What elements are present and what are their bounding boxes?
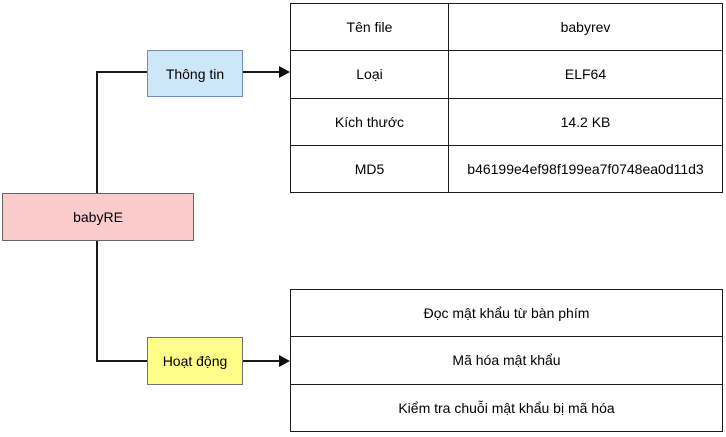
info-key-filename: Tên file: [290, 2, 449, 52]
node-hoat-dong: Hoạt động: [147, 337, 243, 385]
node-babyre: babyRE: [2, 193, 194, 241]
activity-item-read-password: Đọc mật khẩu từ bàn phím: [290, 288, 723, 338]
info-key-md5: MD5: [290, 144, 449, 194]
info-value-type: ELF64: [448, 50, 723, 99]
arrowhead-activity-icon: [279, 355, 290, 367]
connector-root-to-info-horizontal: [96, 71, 147, 73]
table-row: MD5 b46199e4ef98f199ea7f0748ea0d11d3: [290, 144, 723, 194]
node-babyre-label: babyRE: [73, 209, 123, 225]
file-info-table: Tên file babyrev Loại ELF64 Kích thước 1…: [290, 2, 723, 194]
info-value-size: 14.2 KB: [448, 97, 723, 146]
table-row: Mã hóa mật khẩu: [290, 336, 723, 385]
table-row: Kiểm tra chuỗi mật khẩu bị mã hóa: [290, 383, 723, 433]
node-thong-tin-label: Thông tin: [165, 65, 225, 82]
node-hoat-dong-label: Hoạt động: [162, 353, 228, 369]
arrow-activity-to-table-line: [243, 360, 281, 362]
arrow-info-to-table-line: [243, 71, 281, 73]
table-row: Kích thước 14.2 KB: [290, 97, 723, 146]
connector-root-to-info-vertical: [96, 71, 98, 193]
table-row: Đọc mật khẩu từ bàn phím: [290, 288, 723, 338]
activity-table: Đọc mật khẩu từ bàn phím Mã hóa mật khẩu…: [290, 288, 723, 433]
info-key-size: Kích thước: [290, 97, 449, 146]
info-value-md5: b46199e4ef98f199ea7f0748ea0d11d3: [448, 144, 723, 194]
table-row: Tên file babyrev: [290, 2, 723, 52]
activity-item-check-string: Kiểm tra chuỗi mật khẩu bị mã hóa: [290, 383, 723, 433]
table-row: Loại ELF64: [290, 50, 723, 99]
node-thong-tin: Thông tin: [147, 50, 243, 97]
info-key-type: Loại: [290, 50, 449, 99]
info-value-filename: babyrev: [448, 2, 723, 52]
activity-item-encrypt-password: Mã hóa mật khẩu: [290, 336, 723, 385]
connector-root-to-activity-horizontal: [96, 360, 147, 362]
connector-root-to-activity-vertical: [96, 241, 98, 362]
arrowhead-info-icon: [279, 66, 290, 78]
